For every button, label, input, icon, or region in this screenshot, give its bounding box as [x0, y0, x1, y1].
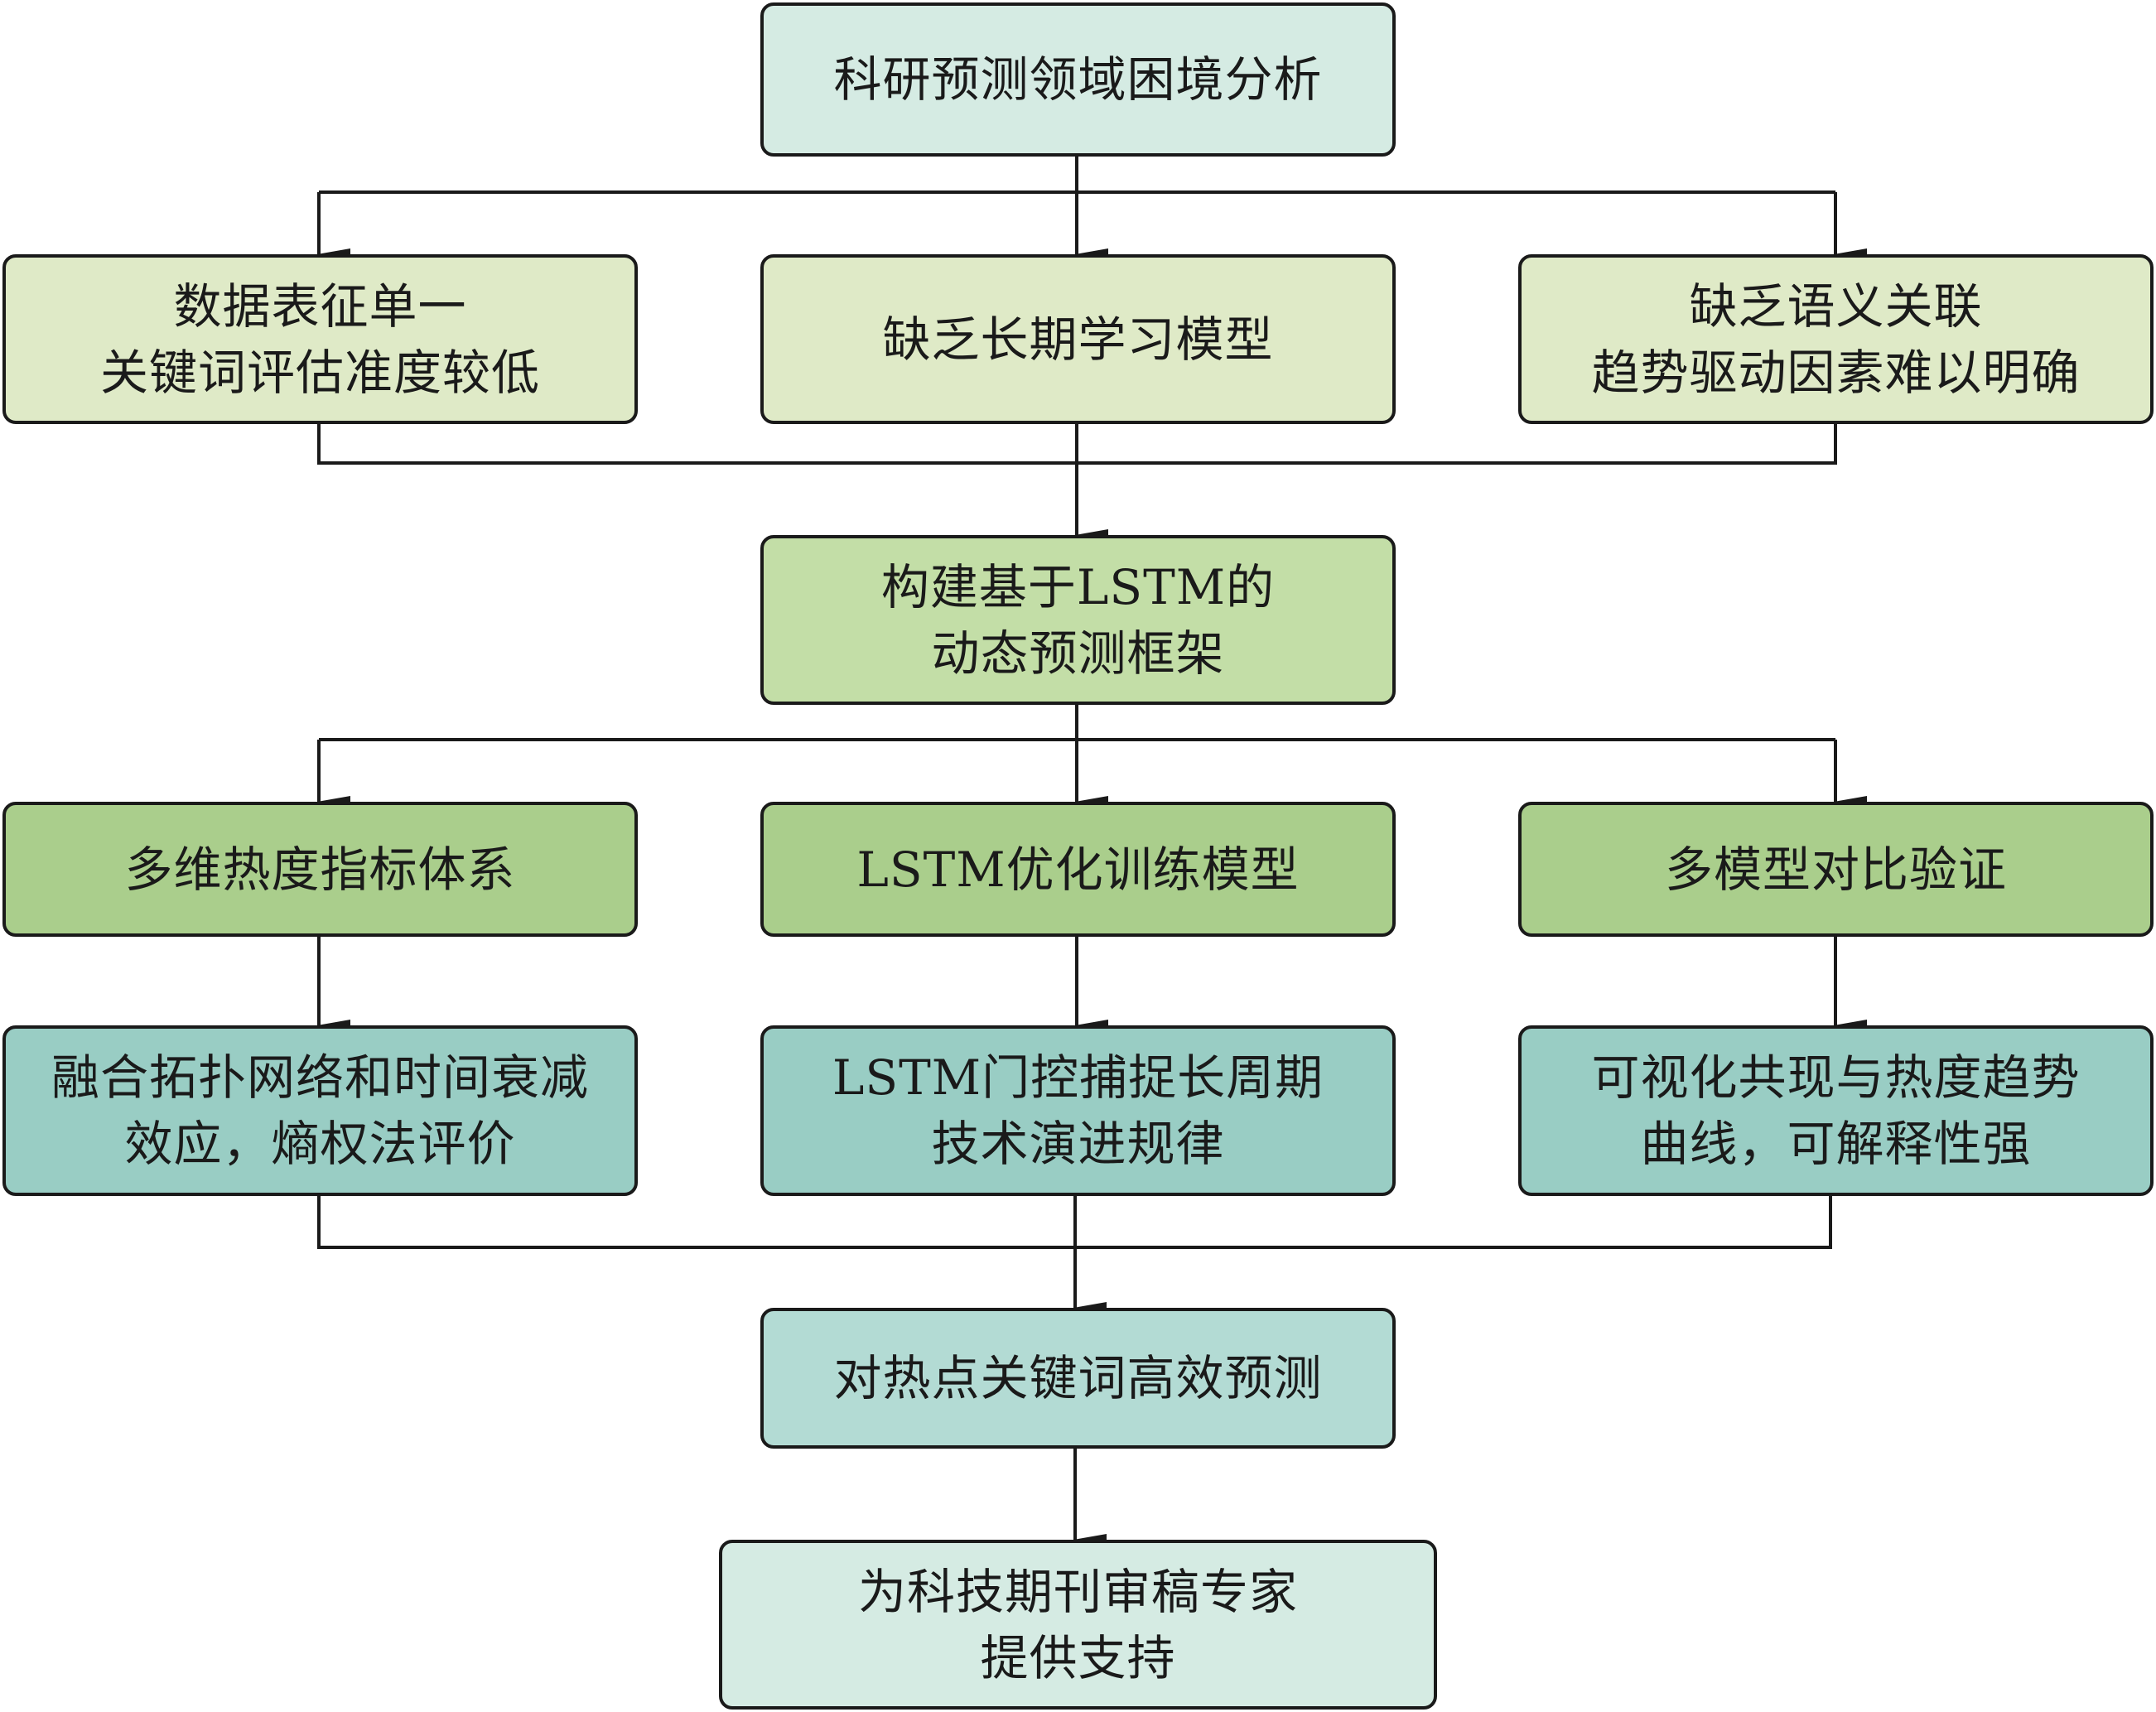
node-text-line: 趋势驱动因素难以明确: [1591, 344, 2081, 401]
node-text-line: 关键词评估准度较低: [99, 344, 540, 401]
node-method-lstm-training: LSTM优化训练模型: [760, 802, 1396, 937]
node-goal-support-reviewers: 为科技期刊审稿专家 提供支持: [719, 1540, 1437, 1710]
node-text-line: 效应，熵权法评价: [124, 1116, 516, 1172]
node-text-line: 可视化共现与热度趋势: [1591, 1049, 2081, 1106]
node-text-line: 提供支持: [980, 1629, 1176, 1686]
node-text-line: 动态预测框架: [931, 625, 1225, 682]
node-text-line: 对热点关键词高效预测: [833, 1350, 1323, 1406]
node-text-line: 缺乏长期学习模型: [882, 311, 1274, 368]
node-lstm-framework: 构建基于LSTM的 动态预测框架: [760, 535, 1396, 705]
node-text-line: 技术演进规律: [931, 1116, 1225, 1172]
node-outcome-hot-keyword-prediction: 对热点关键词高效预测: [760, 1308, 1396, 1449]
node-effect-topology-entropy: 融合拓扑网络和时间衰减 效应，熵权法评价: [2, 1025, 638, 1196]
node-problem-no-semantic-association: 缺乏语义关联 趋势驱动因素难以明确: [1518, 254, 2154, 424]
node-text-line: 构建基于LSTM的: [880, 558, 1276, 615]
node-root-difficulty-analysis: 科研预测领域困境分析: [760, 2, 1396, 157]
node-text-line: 科研预测领域困境分析: [833, 51, 1323, 108]
node-effect-lstm-gating: LSTM门控捕捉长周期 技术演进规律: [760, 1025, 1396, 1196]
node-text-line: 曲线，可解释性强: [1640, 1116, 2032, 1172]
node-text-line: 融合拓扑网络和时间衰减: [51, 1049, 589, 1106]
node-method-heat-index-system: 多维热度指标体系: [2, 802, 638, 937]
node-text-line: 缺乏语义关联: [1689, 277, 1983, 335]
node-effect-visualization: 可视化共现与热度趋势 曲线，可解释性强: [1518, 1025, 2154, 1196]
node-text-line: 多模型对比验证: [1664, 841, 2007, 898]
node-problem-single-representation: 数据表征单一 关键词评估准度较低: [2, 254, 638, 424]
node-method-model-comparison: 多模型对比验证: [1518, 802, 2154, 937]
node-text-line: 多维热度指标体系: [124, 841, 516, 898]
node-text-line: 数据表征单一: [173, 277, 467, 335]
node-problem-no-long-term-model: 缺乏长期学习模型: [760, 254, 1396, 424]
node-text-line: 为科技期刊审稿专家: [857, 1563, 1298, 1620]
node-text-line: LSTM优化训练模型: [856, 841, 1300, 898]
node-text-line: LSTM门控捕捉长周期: [832, 1049, 1324, 1106]
